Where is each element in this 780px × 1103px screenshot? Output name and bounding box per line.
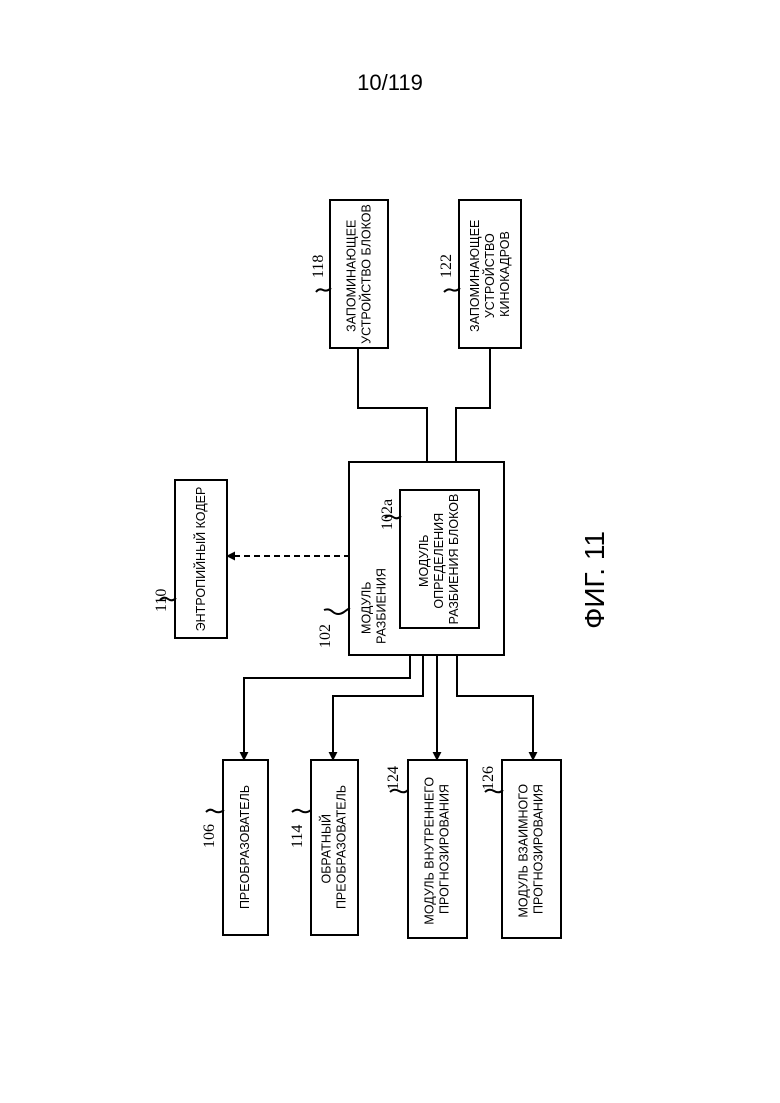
ref-118: 118 (310, 255, 327, 278)
inter-prediction-label: МОДУЛЬ ВЗАИМНОГО ПРОГНОЗИРОВАНИЯ (517, 780, 546, 917)
ref-106: 106 (201, 824, 218, 848)
leader-106 (206, 810, 224, 813)
transformer-label: ПРЕОБРАЗОВАТЕЛЬ (238, 785, 252, 909)
leader-124 (390, 790, 408, 793)
ref-102a: 102a (379, 499, 396, 530)
partition-module-label: МОДУЛЬ РАЗБИЕНИЯ (360, 568, 389, 644)
intra-prediction-label: МОДУЛЬ ВНУТРЕННЕГО ПРОГНОЗИРОВАНИЯ (423, 773, 452, 924)
ref-114: 114 (289, 825, 306, 848)
leader-102 (324, 608, 350, 614)
leader-126 (485, 790, 503, 793)
ref-122: 122 (438, 254, 455, 278)
ref-110: 110 (153, 589, 170, 612)
block-memory-label: ЗАПОМИНАЮЩЕЕ УСТРОЙСТВО БЛОКОВ (345, 204, 374, 344)
ref-126: 126 (480, 766, 497, 790)
leader-114 (292, 810, 311, 813)
frame-memory-label: ЗАПОМИНАЮЩЕЕ УСТРОЙСТВО КИНОКАДРОВ (468, 216, 512, 332)
ref-102: 102 (317, 624, 334, 648)
leader-118 (316, 288, 331, 292)
figure-caption: ФИГ. 11 (579, 531, 610, 629)
ref-124: 124 (385, 766, 402, 790)
entropy-coder-label: ЭНТРОПИЙНЫЙ КОДЕР (193, 487, 208, 632)
leader-122 (444, 288, 460, 292)
